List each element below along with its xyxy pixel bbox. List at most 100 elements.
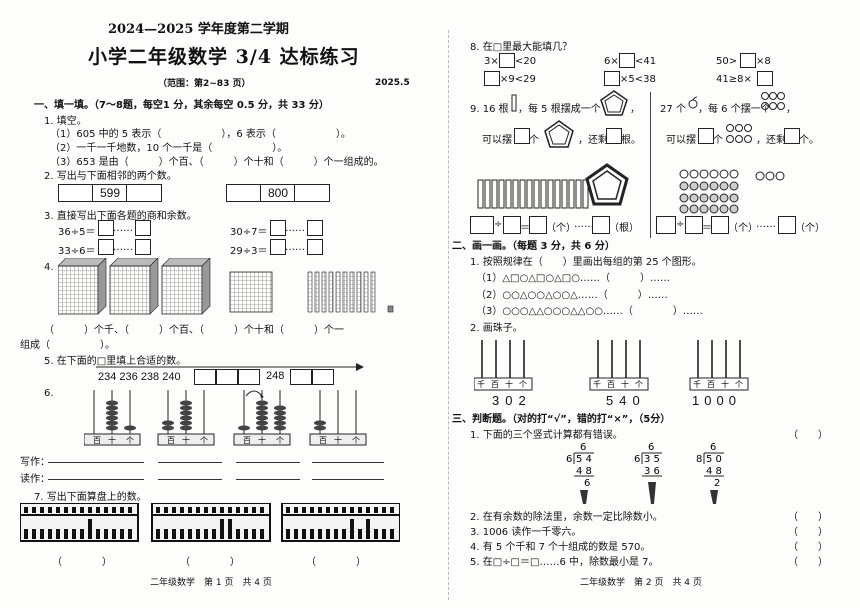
q8-2-box[interactable] (619, 53, 635, 68)
thousand-cube-1 (58, 258, 107, 315)
q9-can-make: 可以摆 (482, 135, 512, 146)
q4-answer: （ ）个千、（ ）个百、（ ）个十和（ ）个一 (44, 325, 344, 336)
svg-text:6: 6 (634, 454, 640, 465)
svg-text:个: 个 (276, 436, 284, 445)
q9-eq-box-4[interactable] (592, 216, 610, 234)
svg-text:千: 千 (693, 379, 701, 389)
q6-label: 6. (44, 388, 54, 399)
q2-before-box[interactable] (58, 184, 94, 202)
q3-d-remainder[interactable] (307, 239, 323, 255)
q8-6-pre: 41≥8× (716, 74, 752, 85)
pentagon-icon (600, 90, 628, 116)
q9r-eq-box-4[interactable] (778, 216, 796, 234)
q9r-remain-box[interactable] (784, 128, 800, 144)
svg-text:3 5: 3 5 (644, 454, 660, 465)
q9-eq-box-2[interactable] (503, 216, 521, 234)
q9-split-line (650, 92, 651, 238)
j1-answer[interactable]: （ ） (788, 430, 828, 441)
q8-3-box[interactable] (740, 53, 756, 68)
q9r-unit-1: （个） (728, 223, 758, 234)
q8-6-box[interactable] (757, 71, 773, 86)
q9-remain-box[interactable] (606, 128, 622, 144)
q5-248: 248 (266, 370, 285, 382)
q4-cube-blocks (58, 258, 394, 315)
svg-text:十: 十 (182, 435, 190, 445)
j3-text: 3. 1006 读作一千零六。 (470, 527, 582, 538)
page-range: （范围：第2~83 页） (158, 79, 251, 89)
q8-2-post: <41 (635, 56, 657, 67)
svg-text:十: 十 (108, 435, 116, 445)
q5-box-1[interactable] (194, 369, 216, 385)
q3-a-remainder[interactable] (135, 220, 151, 236)
q6-read-line-3[interactable] (236, 479, 300, 480)
j3-answer[interactable]: （ ） (788, 527, 828, 538)
q2-after-box-2[interactable] (294, 184, 330, 202)
counting-frame-3: 百十个 (233, 390, 291, 446)
bead-digit: 0 (505, 393, 519, 408)
q5-box-5[interactable] (312, 369, 334, 385)
q9-eq-box-3[interactable] (529, 216, 547, 234)
thousand-cube-2 (109, 258, 159, 315)
q9r-ge2: 个。 (799, 135, 819, 146)
q4-label: 4. (44, 262, 54, 273)
svg-text:百: 百 (491, 380, 499, 389)
abacus-3 (281, 503, 400, 542)
q6-write-line-1[interactable] (48, 462, 144, 463)
page-title: 小学二年级数学 3/4 达标练习 (88, 46, 360, 68)
sticks-bundle (477, 179, 589, 209)
section-2-heading: 二、画一画。（每题 3 分，共 6 分） (452, 241, 615, 252)
q9-eq-box-1[interactable] (470, 216, 494, 234)
q3-c-remainder[interactable] (135, 239, 151, 255)
r1-label: 1. 按照规律在（ ）里画出每组的第 25 个图形。 (470, 257, 702, 268)
r1-pattern-2: （2）○○△○○△○○△……（ ）…… (476, 290, 668, 301)
q9r-text-3: ， (786, 104, 796, 115)
q9r-ge: 个 (713, 135, 723, 146)
peach-group-icon-2 (726, 124, 752, 143)
q3-b-remainder[interactable] (307, 220, 323, 236)
q6-write-line-4[interactable] (312, 462, 384, 463)
j5-text: 5. 在□÷□＝□……6 中，除数最小是 7。 (470, 557, 659, 568)
q8-1-box[interactable] (499, 53, 515, 68)
q3-c-quotient[interactable] (98, 239, 114, 255)
j4-answer[interactable]: （ ） (788, 542, 828, 553)
j1-text: 1. 下面的三个竖式计算都有错误。 (470, 430, 623, 441)
q6-read-line-4[interactable] (312, 479, 384, 480)
q9r-eq-box-1[interactable] (656, 216, 676, 234)
q8-1-post: <20 (515, 56, 537, 67)
q5-box-3[interactable] (238, 369, 260, 385)
q9r-remain: ，还剩 (756, 135, 786, 146)
q5-sequence: 234 236 238 240 (98, 371, 181, 383)
q6-write-line-2[interactable] (158, 462, 222, 463)
q8-5-box[interactable] (604, 71, 620, 86)
bead-digit: 2 (518, 393, 532, 408)
q2-after-box[interactable] (126, 184, 162, 202)
j5-answer[interactable]: （ ） (788, 557, 828, 568)
q8-4-box[interactable] (484, 71, 500, 86)
svg-text:十: 十 (258, 435, 266, 445)
q6-counting-frames: 百十个 百十个 百十个 百十个 (84, 390, 367, 446)
q9r-eq-box-2[interactable] (685, 216, 703, 234)
svg-text:个: 个 (635, 380, 643, 389)
bead-digit: 0 (704, 393, 717, 408)
q9-unit-1: （个） (546, 223, 576, 234)
q3-a: 36÷5＝ (58, 227, 96, 238)
j2-answer[interactable]: （ ） (788, 512, 828, 523)
q3-d-quotient[interactable] (270, 239, 286, 255)
peach-icon (688, 96, 698, 109)
section-1-heading: 一、填一填。（7～8题，每空1 分，其余每空 0.5 分，共 33 分） (34, 100, 329, 111)
q6-read-line-1[interactable] (48, 479, 144, 480)
q2-before-box-2[interactable] (226, 184, 262, 202)
q9r-eq-box-3[interactable] (711, 216, 729, 234)
bead-digit: 0 (632, 393, 646, 408)
r2-label: 2. 画珠子。 (470, 323, 523, 334)
q3-a-quotient[interactable] (98, 220, 114, 236)
q3-c-dots: …… (113, 242, 133, 253)
q5-label: 5. 在下面的□里填上合适的数。 (44, 356, 187, 367)
q3-b-quotient[interactable] (270, 220, 286, 236)
q5-box-2[interactable] (216, 369, 238, 385)
q9r-count-box[interactable] (698, 128, 714, 144)
q9-count-box[interactable] (514, 128, 530, 144)
q6-write-line-3[interactable] (236, 462, 300, 463)
q6-read-line-2[interactable] (158, 479, 222, 480)
q5-box-4[interactable] (290, 369, 312, 385)
